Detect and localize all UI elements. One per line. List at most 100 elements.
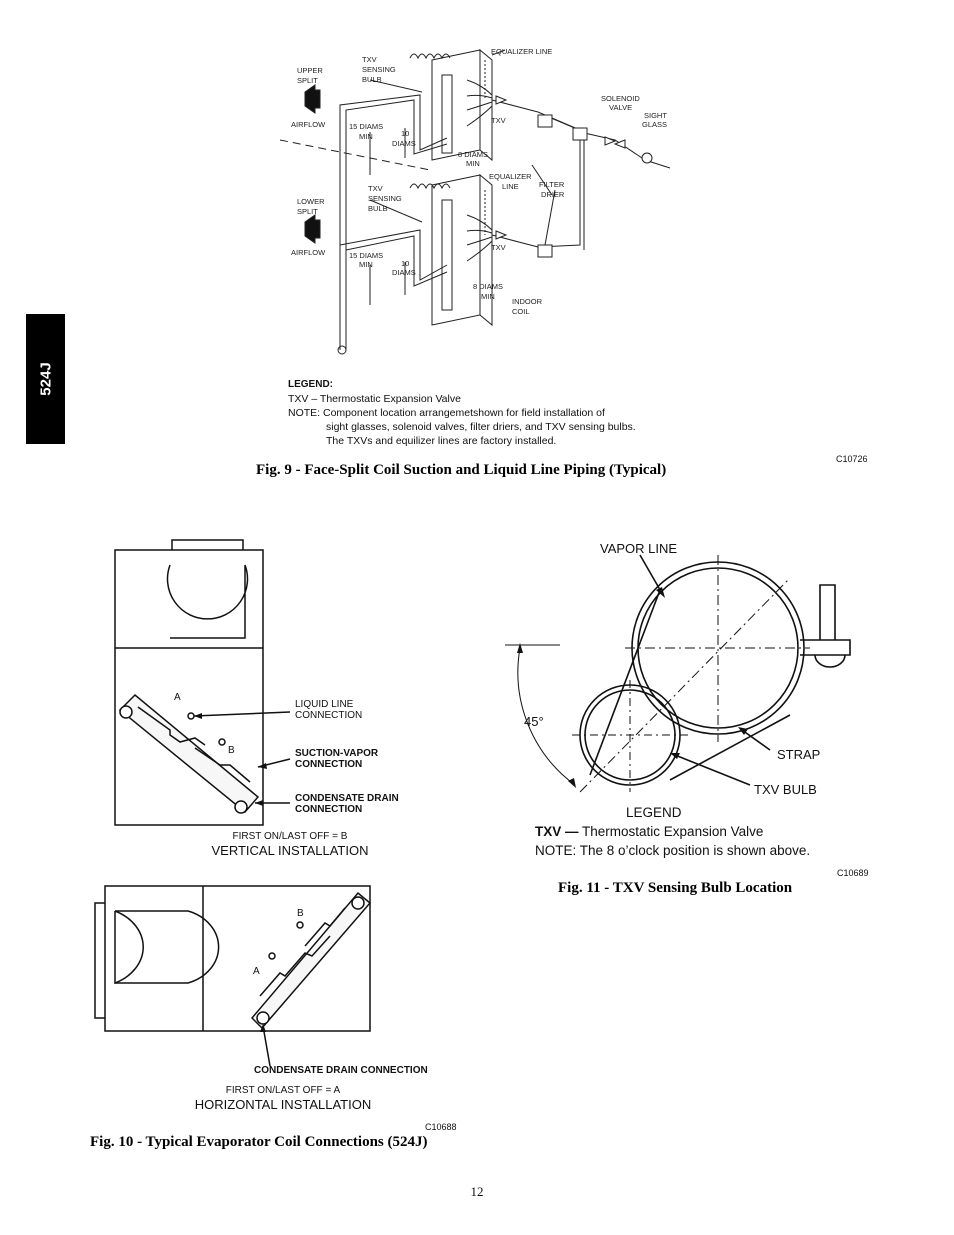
- side-tab-label: 524J: [37, 362, 54, 396]
- txv-sensing-bulb-upper-l2: SENSING: [362, 65, 396, 74]
- vertical-coil-header-a: [138, 707, 205, 745]
- filter-drier-l2: DRIER: [541, 190, 565, 199]
- fig11-legend-txv-abbr: TXV —: [535, 824, 579, 839]
- horizontal-side-flange: [95, 903, 105, 1018]
- upper-suction-header: [442, 75, 452, 153]
- leader-liquid-line: [194, 712, 290, 716]
- sight-glass-l1: SIGHT: [644, 111, 667, 120]
- diams8-upper-l2: MIN: [466, 159, 480, 168]
- horizontal-condensate-label: CONDENSATE DRAIN CONNECTION: [254, 1065, 428, 1076]
- horizontal-title: HORIZONTAL INSTALLATION: [195, 1097, 371, 1112]
- diams8-upper-l1: 8 DIAMS: [458, 150, 488, 159]
- fig10-caption: Fig. 10 - Typical Evaporator Coil Connec…: [90, 1134, 428, 1150]
- condensate-l1: CONDENSATE DRAIN: [295, 793, 399, 804]
- txv-sensing-bulb-upper-l1: TXV: [362, 55, 377, 64]
- diams15-lower-l2: MIN: [359, 260, 373, 269]
- horizontal-coil-header-b: [305, 908, 345, 946]
- sight-glass-l2: GLASS: [642, 120, 667, 129]
- horizontal-label-b: B: [297, 908, 304, 919]
- vapor-line-label: VAPOR LINE: [600, 541, 677, 556]
- fig9-piping-diagram: EQUALIZER LINE TXV SENSING BULB UPPER SP…: [270, 47, 690, 370]
- fig9-legend-line-3: sight glasses, solenoid valves, filter d…: [326, 421, 636, 433]
- vertical-first-on: FIRST ON/LAST OFF = B: [233, 831, 348, 842]
- liquid-line-l2: CONNECTION: [295, 710, 362, 721]
- vertical-coil: [120, 695, 258, 812]
- lower-split-l2: SPLIT: [297, 207, 318, 216]
- vertical-label-b: B: [228, 745, 235, 756]
- horizontal-blower-housing: [115, 911, 143, 983]
- airflow-upper-arrow: [305, 85, 320, 113]
- diams10-lower-l2: DIAMS: [392, 268, 416, 277]
- fig9-legend-line-2: NOTE: Component location arrangemetshown…: [288, 407, 605, 419]
- horizontal-coil-header-a: [260, 936, 330, 996]
- fig11-caption: Fig. 11 - TXV Sensing Bulb Location: [558, 880, 793, 896]
- horizontal-connection-b: [297, 922, 303, 928]
- horizontal-coil: [252, 893, 370, 1028]
- fig11-note: NOTE: The 8 o’clock position is shown ab…: [535, 843, 811, 858]
- indoor-coil-l1: INDOOR: [512, 297, 543, 306]
- horizontal-label-a: A: [253, 966, 260, 977]
- upper-suction-pipe: [340, 95, 447, 350]
- equalizer-line-mid-l1: EQUALIZER: [489, 172, 532, 181]
- vertical-label-a: A: [174, 692, 181, 703]
- lower-coil-face: [432, 175, 480, 325]
- vertical-cabinet: [115, 550, 263, 825]
- fig10-vertical-diagram: A B LIQUID LINE CONNECTION SUCTION-VAPOR…: [110, 535, 399, 835]
- txv-bulb-label: TXV BULB: [754, 782, 817, 797]
- fig11-legend-title: LEGEND: [626, 805, 682, 820]
- lower-suction-header: [442, 200, 452, 310]
- horizontal-cabinet: [105, 886, 370, 1031]
- suction-vapor-l2: CONNECTION: [295, 759, 362, 770]
- leader-horizontal-condensate: [263, 1026, 270, 1066]
- txv-sensing-bulb-lower-l2: SENSING: [368, 194, 402, 203]
- fig9-legend: LEGEND: TXV – Thermostatic Expansion Val…: [288, 378, 708, 448]
- upper-txv: [496, 96, 506, 104]
- vertical-top-flange: [172, 540, 243, 550]
- upper-split-l1: UPPER: [297, 66, 323, 75]
- leader-vapor-line: [640, 555, 663, 595]
- vertical-connection-a: [188, 713, 194, 719]
- side-tab: 524J: [26, 314, 65, 444]
- leader-strap: [742, 730, 770, 750]
- fig11-legend-txv: TXV — Thermostatic Expansion Valve: [535, 822, 875, 841]
- diams10-upper-l1: 10: [401, 129, 409, 138]
- lower-coil-tubes: [410, 184, 450, 188]
- solenoid-valve-l2: VALVE: [609, 103, 632, 112]
- vertical-coil-header-b: [195, 748, 250, 782]
- txv-upper-label: TXV: [491, 116, 506, 125]
- upper-filter-drier: [538, 115, 552, 127]
- upper-coil-tubes: [410, 54, 450, 58]
- upper-split-l2: SPLIT: [297, 76, 318, 85]
- txv-sensing-bulb-lower-l3: BULB: [368, 204, 388, 213]
- lower-filter-drier: [538, 245, 552, 257]
- lower-split-l1: LOWER: [297, 197, 325, 206]
- txv-sensing-bulb-lower-l1: TXV: [368, 184, 383, 193]
- diams15-upper-l1: 15 DIAMS: [349, 122, 383, 131]
- upper-coil-face: [432, 50, 480, 160]
- solenoid-valve: [605, 137, 615, 145]
- airflow-upper-label: AIRFLOW: [291, 120, 326, 129]
- fig11-bulb-diagram: VAPOR LINE 45° STRAP TXV BULB: [500, 541, 880, 797]
- angle-label: 45°: [524, 714, 544, 729]
- airflow-lower-arrow: [305, 215, 320, 243]
- strap-right: [670, 715, 790, 780]
- fig10-horizontal-caption-block: FIRST ON/LAST OFF = A HORIZONTAL INSTALL…: [195, 1085, 371, 1112]
- fig10-horizontal-diagram: A B CONDENSATE DRAIN CONNECTION: [90, 878, 428, 1076]
- solenoid-valve-l1: SOLENOID: [601, 94, 640, 103]
- vertical-connection-b: [219, 739, 225, 745]
- diams8-lower-l1: 8 DIAMS: [473, 282, 503, 291]
- diams10-lower-l1: 10: [401, 259, 409, 268]
- drain: [338, 346, 346, 354]
- diams8-lower-l2: MIN: [481, 292, 495, 301]
- diams10-upper-l2: DIAMS: [392, 139, 416, 148]
- liquid-line-l1: LIQUID LINE: [295, 699, 354, 710]
- lower-txv: [496, 231, 506, 239]
- fig10-code: C10688: [425, 1122, 457, 1132]
- clamp-bolt: [820, 585, 835, 640]
- txv-sensing-bulb-upper-l3: BULB: [362, 75, 382, 84]
- horizontal-condensate-drain: [257, 1012, 269, 1024]
- horizontal-first-on: FIRST ON/LAST OFF = A: [226, 1085, 341, 1096]
- fig9-caption: Fig. 9 - Face-Split Coil Suction and Liq…: [256, 462, 667, 478]
- equalizer-line-mid-l2: LINE: [502, 182, 519, 191]
- fig10-vertical-caption-block: FIRST ON/LAST OFF = B VERTICAL INSTALLAT…: [211, 831, 368, 858]
